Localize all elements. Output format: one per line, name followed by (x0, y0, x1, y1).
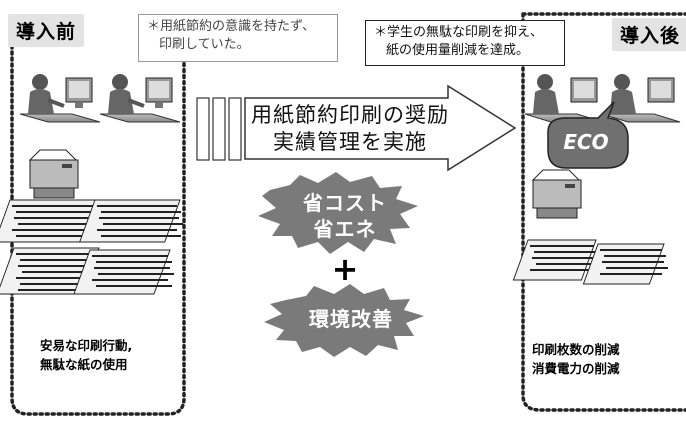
before-note-line-1: ＊用紙節約の意識を持たず、 (147, 19, 316, 34)
before-panel-border (10, 26, 186, 416)
after-panel-border (521, 12, 686, 412)
after-note-line-1: ＊学生の無駄な印刷を抑え、 (374, 25, 544, 40)
environment-label: 環境改善 (309, 307, 393, 331)
after-caption: 印刷枚数の削減 消費電力の削減 (532, 340, 620, 378)
cost-energy-line-2: 省エネ (313, 217, 377, 241)
printer-icon-left (28, 149, 79, 199)
student-pc-icon-4 (601, 74, 681, 123)
stage-bars (196, 97, 242, 161)
before-caption-line-2: 無駄な紙の使用 (40, 357, 128, 372)
paper-stacks-right (512, 239, 668, 285)
cost-energy-burst (258, 172, 418, 254)
arrow-label-line-2: 実績管理を実施 (273, 130, 427, 154)
environment-burst (264, 284, 424, 357)
after-caption-line-1: 印刷枚数の削減 (532, 342, 620, 357)
paper-stacks-left (0, 199, 183, 295)
eco-text: ECO (563, 130, 609, 154)
printer-icon-right (531, 169, 582, 219)
cost-energy-label: 省コスト 省エネ (290, 190, 400, 242)
eco-bubble (547, 101, 629, 169)
arrow-label-line-1: 用紙節約印刷の奨励 (251, 103, 449, 127)
student-pc-icon-2 (99, 74, 181, 123)
plus-sign: + (331, 250, 359, 288)
after-note-line-2: 紙の使用量削減を達成。 (386, 43, 530, 58)
student-pc-icon-3 (524, 74, 604, 123)
after-caption-line-2: 消費電力の削減 (532, 361, 620, 376)
student-pc-icon-1 (19, 74, 101, 123)
before-caption-line-1: 安易な印刷行動, (40, 338, 133, 353)
process-arrow (244, 84, 517, 172)
after-label: 導入後 (612, 18, 686, 51)
before-caption: 安易な印刷行動, 無駄な紙の使用 (40, 336, 132, 374)
arrow-label: 用紙節約印刷の奨励 実績管理を実施 (250, 102, 450, 156)
after-note: ＊学生の無駄な印刷を抑え、 紙の使用量削減を達成。 (365, 20, 565, 66)
before-note: ＊用紙節約の意識を持たず、 印刷していた。 (138, 14, 338, 62)
before-label: 導入前 (8, 14, 85, 47)
before-note-line-2: 印刷していた。 (159, 37, 250, 52)
cost-energy-line-1: 省コスト (303, 191, 387, 215)
